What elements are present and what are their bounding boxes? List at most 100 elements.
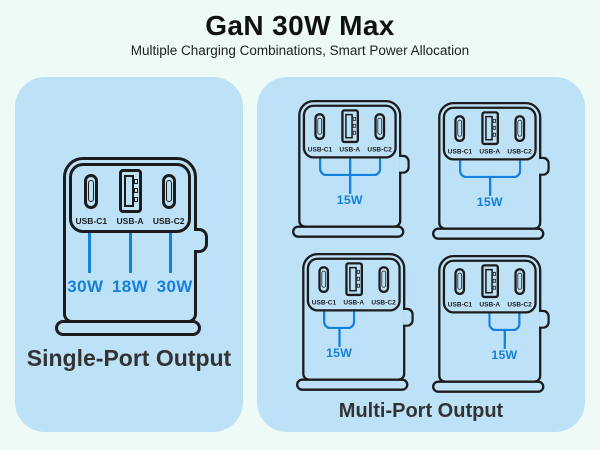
total-wattage-label: 15W: [476, 195, 503, 210]
port-label: USB-C1: [447, 147, 473, 156]
usb-a-contact: [352, 116, 356, 121]
page-subtitle: Multiple Charging Combinations, Smart Po…: [130, 43, 470, 58]
usb-a-contact: [492, 118, 496, 123]
single-port-panel: USB-C1 USB-A USB-C2 30W 18W 30W: [15, 77, 243, 432]
usb-c-pin: [88, 180, 95, 202]
wattage-label-usb-c2: 30W: [156, 277, 193, 296]
charger-faceplate: USB-C1 USB-A USB-C2: [302, 104, 397, 159]
multi-port-caption: Multi-Port Output: [338, 400, 504, 422]
usb-a-port-icon: [344, 262, 363, 297]
plug-pin-tab: [403, 307, 414, 327]
usb-c2-port-icon: [378, 265, 389, 293]
usb-a-contact: [133, 179, 138, 184]
plug-pin-tab: [539, 156, 550, 176]
charger-base: [296, 378, 409, 391]
port-label: USB-C2: [371, 298, 396, 307]
usb-a-contact: [492, 271, 496, 276]
usb-c-pin: [165, 180, 172, 202]
usb-a-slot: [348, 266, 357, 292]
usb-c2-port-icon: [161, 173, 176, 209]
plug-pin-tab: [399, 154, 410, 174]
usb-a-port-icon: [480, 111, 499, 146]
total-wattage-label: 15W: [326, 346, 353, 361]
charger-faceplate: USB-C1 USB-A USB-C2: [442, 259, 537, 314]
charger-faceplate: USB-C1 USB-A USB-C2: [442, 106, 537, 161]
charger-base: [55, 320, 201, 336]
usb-c1-port-icon: [454, 114, 466, 142]
usb-a-contact: [356, 283, 360, 288]
usb-c-pin: [457, 119, 463, 137]
usb-c-pin: [381, 270, 386, 288]
total-wattage-label: 15W: [491, 348, 518, 363]
usb-a-contact: [492, 132, 496, 137]
usb-a-slot: [123, 175, 134, 207]
total-wattage-label: 15W: [336, 193, 363, 208]
usb-c2-port-icon: [514, 114, 525, 142]
charger-combo-a-c2: USB-C1 USB-A USB-C2 15W: [432, 255, 550, 394]
charger-combo-c1-c2: USB-C1 USB-A USB-C2 15W: [432, 102, 550, 241]
power-line-usb-a: [128, 233, 132, 273]
usb-c1-port-icon: [314, 112, 326, 140]
wattage-row: 30W 18W 30W: [63, 277, 197, 297]
combo-stem: [337, 326, 341, 347]
usb-a-slot: [484, 115, 493, 141]
usb-a-contact: [492, 278, 496, 283]
wattage-label-usb-c1: 30W: [67, 277, 104, 296]
usb-c-pin: [517, 119, 522, 137]
combo-stem: [488, 175, 491, 196]
port-label: USB-C2: [152, 216, 185, 226]
plug-pin-tab: [539, 309, 550, 329]
port-label: USB-C1: [75, 216, 108, 226]
power-lines: [69, 233, 191, 273]
port-column-usb-c1: USB-C1: [72, 166, 111, 230]
port-column-usb-c2: USB-C2: [149, 166, 188, 230]
charger-base: [292, 225, 405, 238]
charger-combo-c1-a: USB-C1 USB-A USB-C2 15W: [296, 253, 414, 392]
combo-stem: [348, 158, 351, 194]
port-label: USB-C2: [507, 147, 532, 156]
single-port-caption: Single-Port Output: [26, 345, 232, 371]
port-label: USB-C1: [307, 145, 333, 154]
port-label: USB-C1: [447, 300, 473, 309]
page-title: GaN 30W Max: [205, 10, 395, 41]
usb-c1-port-icon: [454, 267, 466, 295]
usb-c-pin: [377, 117, 382, 135]
multi-port-panel: USB-C1 USB-A USB-C2 15W USB-C1 USB-A USB…: [257, 77, 585, 432]
port-label: USB-A: [339, 145, 361, 154]
usb-a-port-icon: [340, 109, 359, 144]
charger-combo-c1-a-c2: USB-C1 USB-A USB-C2 15W: [292, 100, 410, 239]
usb-a-slot: [344, 113, 353, 139]
charger-base: [432, 227, 545, 240]
usb-a-contact: [492, 125, 496, 130]
usb-c1-port-icon: [84, 173, 99, 209]
port-label: USB-C2: [367, 145, 392, 154]
port-label: USB-C1: [311, 298, 337, 307]
usb-c-pin: [317, 117, 323, 135]
power-line-usb-c2: [169, 233, 173, 273]
usb-c-pin: [517, 272, 522, 290]
plug-pin-tab: [194, 228, 208, 253]
wattage-label-usb-a: 18W: [111, 277, 149, 296]
usb-a-contact: [352, 123, 356, 128]
port-label: USB-A: [479, 147, 501, 156]
usb-a-contact: [352, 130, 356, 135]
charger-faceplate: USB-C1 USB-A USB-C2: [306, 257, 401, 312]
usb-c2-port-icon: [374, 112, 385, 140]
usb-a-contact: [133, 197, 138, 202]
usb-c-pin: [457, 272, 463, 290]
usb-a-contact: [492, 285, 496, 290]
port-column-usb-a: USB-A: [111, 166, 150, 230]
usb-a-contact: [356, 276, 360, 281]
usb-c1-port-icon: [318, 265, 330, 293]
port-label: USB-A: [343, 298, 365, 307]
power-line-usb-c1: [87, 233, 91, 273]
usb-a-slot: [484, 268, 493, 294]
charger-base: [432, 380, 545, 393]
port-label: USB-A: [116, 216, 144, 226]
combo-stem: [503, 328, 506, 349]
usb-a-contact: [133, 188, 138, 193]
port-label: USB-A: [479, 300, 501, 309]
usb-a-port-icon: [480, 264, 499, 299]
usb-c2-port-icon: [514, 267, 525, 295]
